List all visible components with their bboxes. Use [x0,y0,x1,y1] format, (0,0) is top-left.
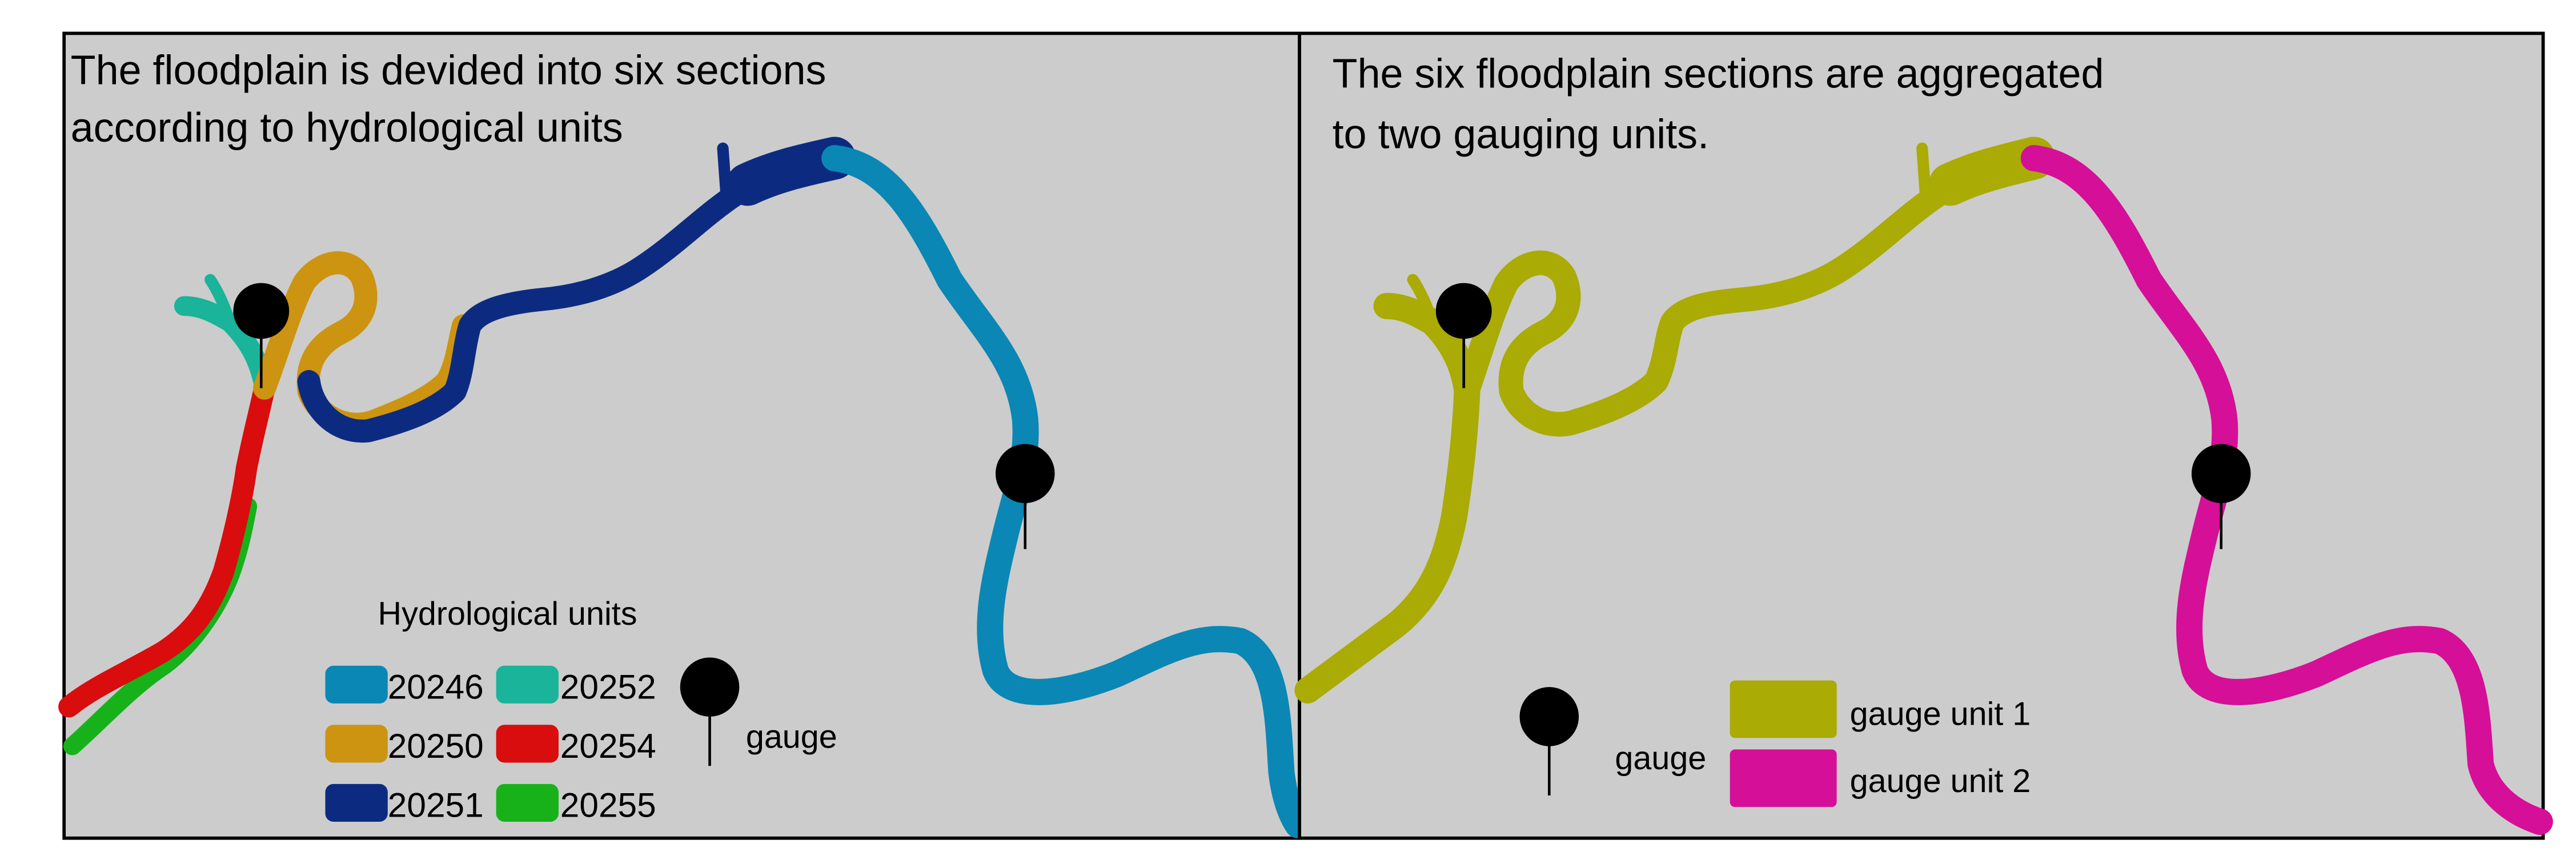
legend-gauge-label: gauge [746,719,837,755]
legend-label-gauge-unit-2: gauge unit 2 [1850,763,2031,799]
right-panel-title-line2: to two gauging units. [1333,112,1709,158]
river-gauge-unit-1-branch [1407,274,1439,328]
river-gauge-unit-1-tributary [1916,142,1932,200]
legend-swatch-20255 [496,783,559,822]
gauge-marker-downstream [996,444,1055,549]
left-map-background [62,31,1302,840]
river-section-20251 [297,146,841,443]
left-panel-title-line1: The floodplain is devided into six secti… [71,48,826,94]
gauge-marker-downstream-right [2191,444,2251,549]
river-gauge-unit-2 [2020,144,2553,835]
river-section-20246 [821,144,1311,838]
legend-label-20251: 20251 [388,785,484,824]
legend-label-gauge-unit-1: gauge unit 1 [1850,696,2031,732]
legend-heading: Hydrological units [378,596,637,632]
gauge-units-legend: gauge gauge unit 1 gauge unit 2 [1519,680,2031,807]
legend-label-20255: 20255 [560,785,656,824]
legend-swatch-20252 [496,665,559,704]
river-section-20251-headwater [726,136,856,206]
legend-label-20250: 20250 [388,726,484,765]
gauge-marker-upstream-right [1435,283,1492,388]
right-panel-title-line1: The six floodplain sections are aggregat… [1333,51,2104,97]
legend-gauge-icon-right [1519,687,1579,795]
river-gauge-unit-1-headwater [1928,136,2056,206]
left-map-panel: The floodplain is devided into six secti… [58,31,1311,840]
legend-label-20246: 20246 [388,667,484,706]
river-section-20251-tributary [717,142,732,200]
river-section-20252-branch [204,274,236,328]
legend-label-20252: 20252 [560,667,656,706]
legend-swatch-gauge-unit-1 [1730,680,1837,738]
legend-label-20254: 20254 [560,726,656,765]
legend-gauge-icon [680,657,740,766]
river-section-20250 [252,251,475,436]
right-map-panel: The six floodplain sections are aggregat… [1294,31,2553,840]
legend-swatch-20246 [325,665,388,704]
gauge-marker-upstream [233,283,290,388]
legend-swatch-20251 [325,783,388,822]
legend-swatch-gauge-unit-2 [1730,749,1837,807]
river-section-20254 [58,377,275,718]
hydrological-units-legend: Hydrological units 20246 20252 20250 202… [325,596,837,824]
legend-swatch-20254 [496,725,559,763]
left-panel-title-line2: according to hydrological units [71,105,623,151]
legend-swatch-20250 [325,725,388,763]
legend-gauge-label-right: gauge [1615,740,1706,777]
river-gauge-unit-1-loop [1454,146,2043,437]
